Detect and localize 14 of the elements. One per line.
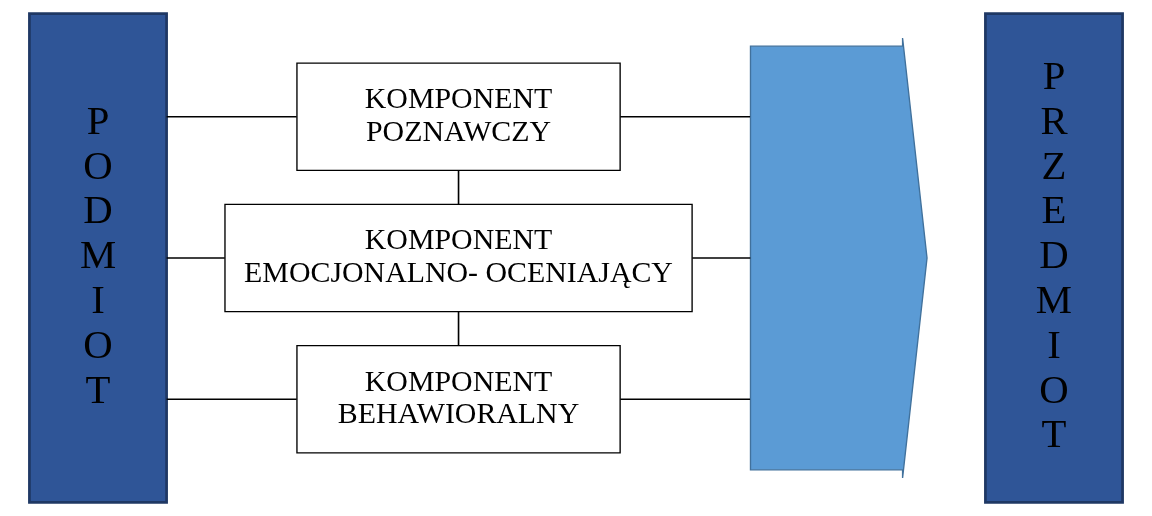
connector (457, 310, 460, 347)
connector (165, 115, 298, 118)
connector (691, 257, 752, 259)
node-box: KOMPONENT POZNAWCZY (296, 62, 621, 172)
connector (457, 169, 460, 206)
node-arrow (749, 37, 928, 479)
connector (619, 398, 751, 401)
node-box: PRZEDMIOT (984, 12, 1124, 504)
connector (165, 257, 226, 259)
node-box: PODMIOT (28, 12, 168, 504)
connector (619, 115, 751, 118)
node-box: KOMPONENT BEHAWIORALNY (296, 344, 621, 454)
node-box: KOMPONENT EMOCJONALNO- OCENIAJĄCY (224, 203, 693, 313)
connector (165, 398, 298, 401)
